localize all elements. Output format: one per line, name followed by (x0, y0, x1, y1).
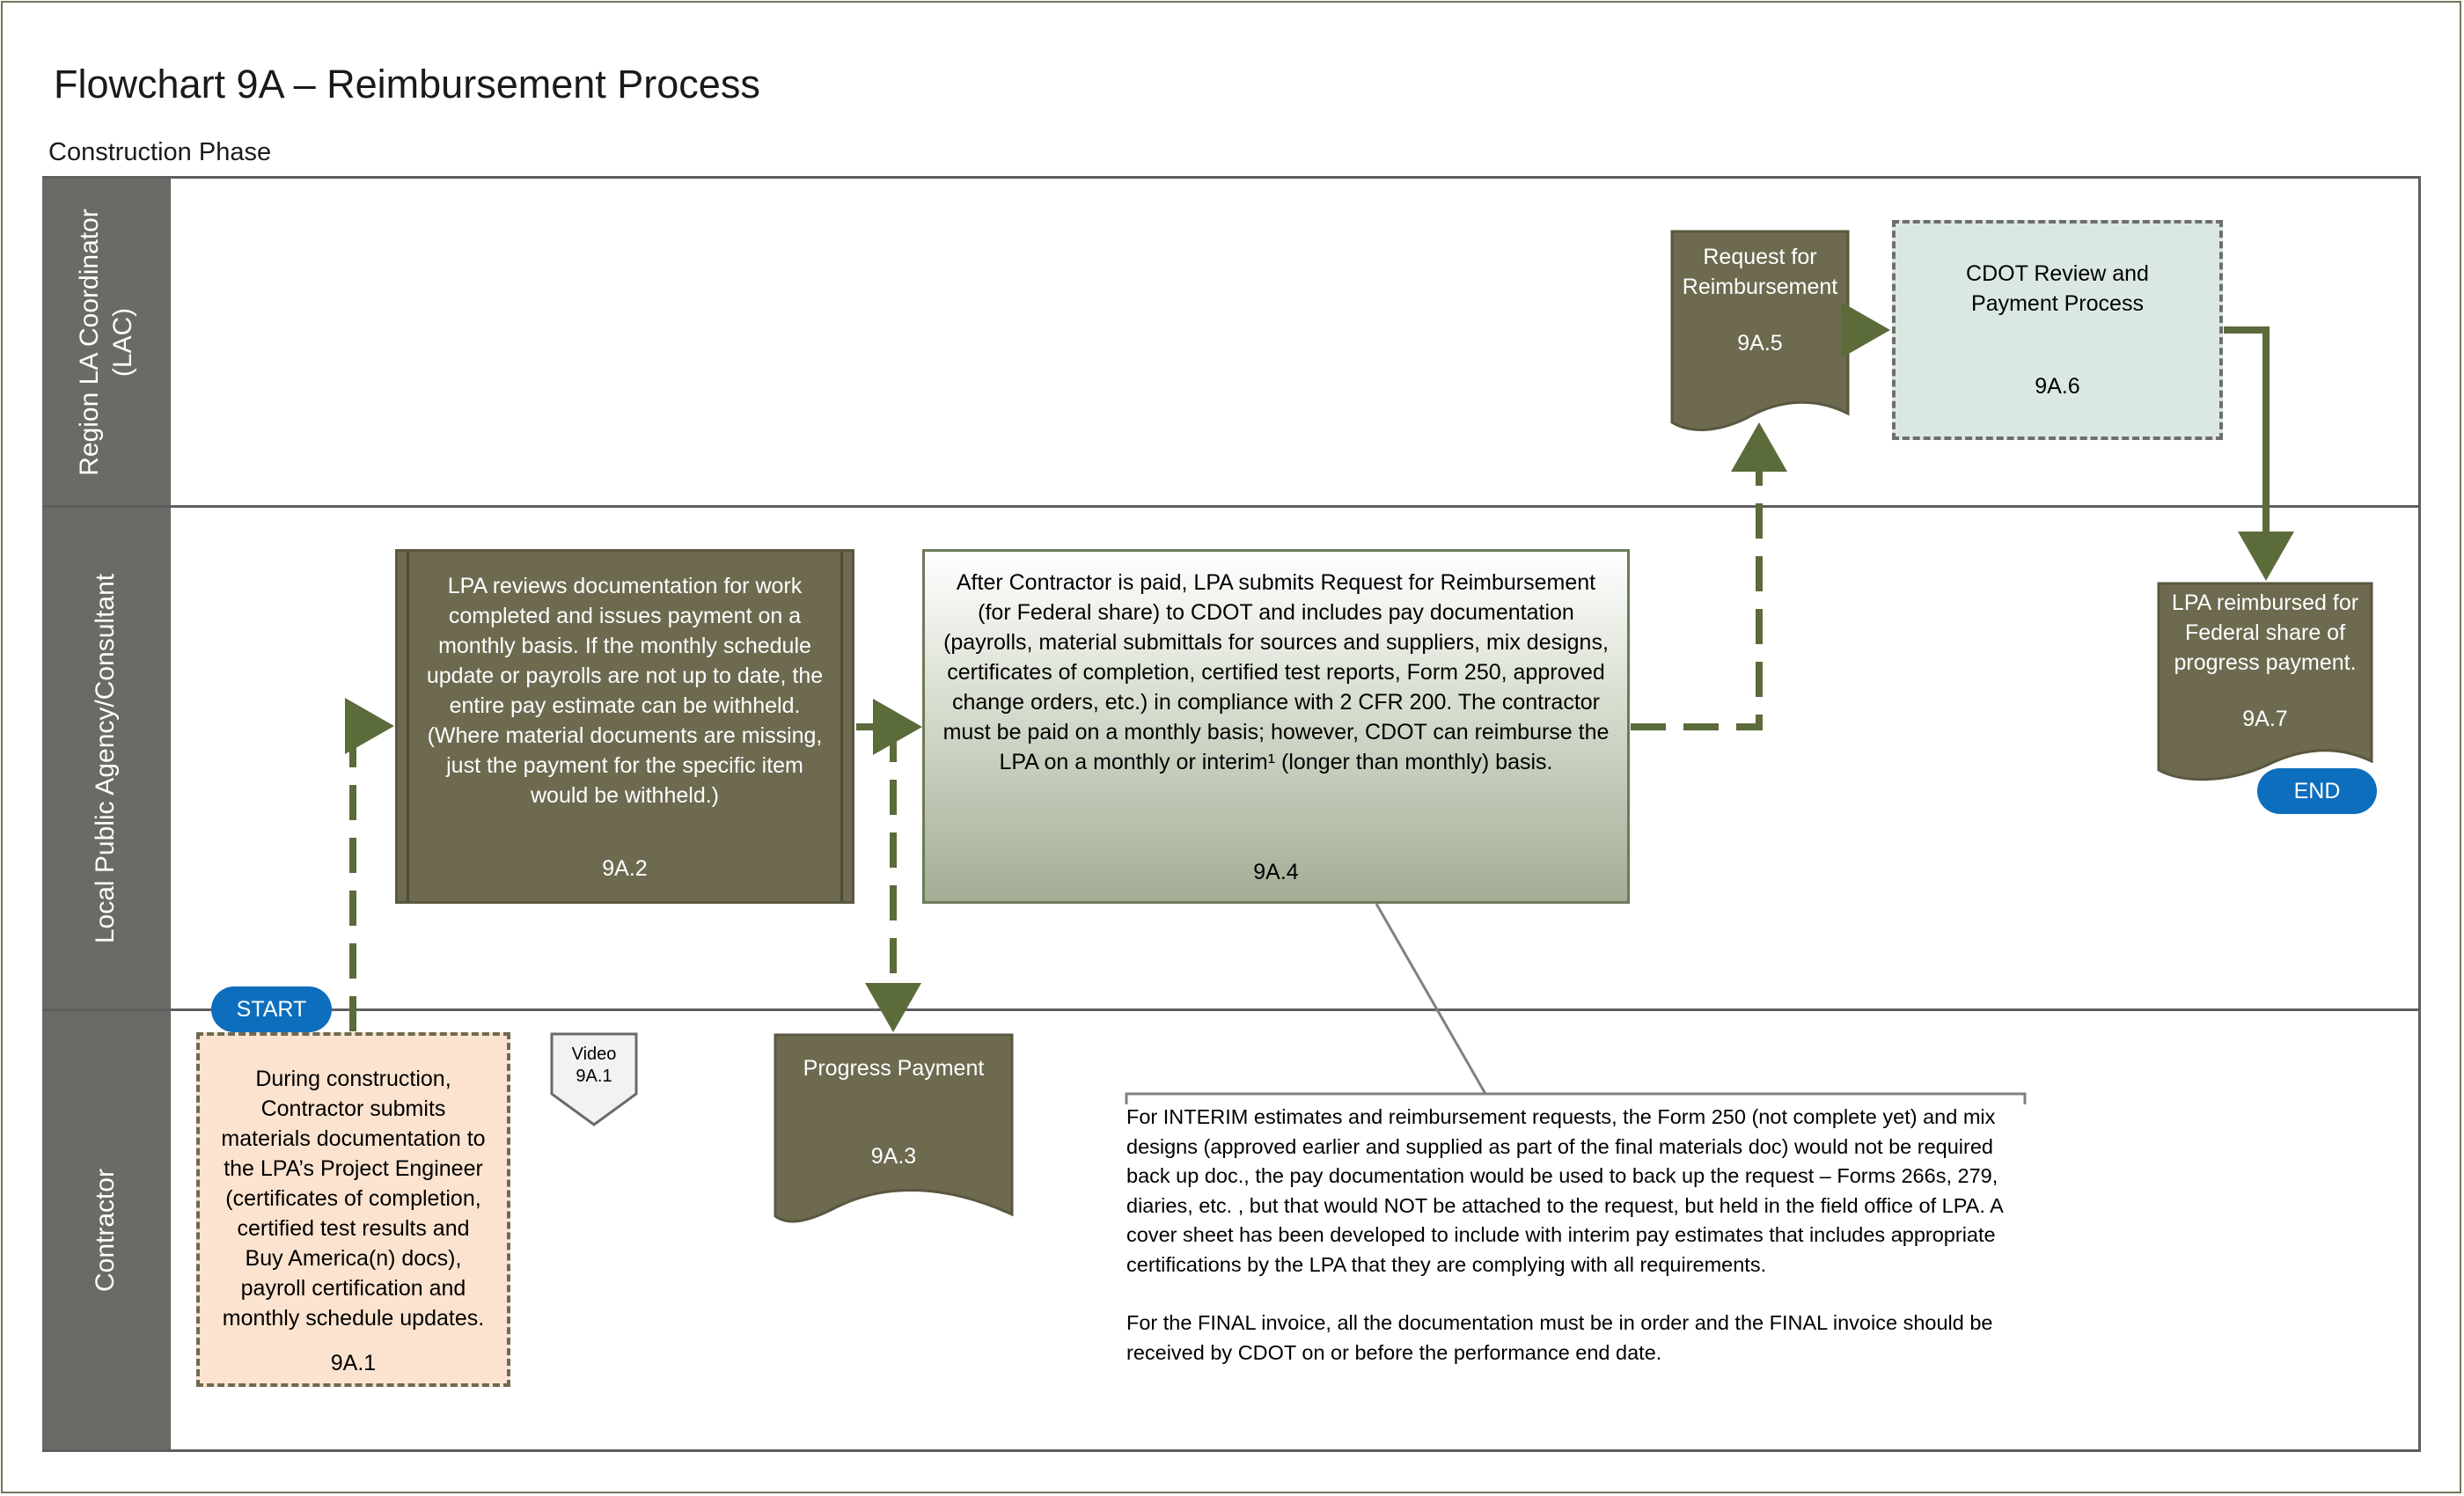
step-9a5-doc: Request for Reimbursement 9A.5 (1672, 242, 1848, 358)
lane-divider-2 (42, 1008, 2421, 1011)
step-9a2-ref: 9A.2 (602, 856, 648, 881)
step-9a3-ref: 9A.3 (870, 1144, 917, 1169)
start-label: START (236, 996, 307, 1022)
phase-label: Construction Phase (48, 138, 272, 166)
step-9a5-ref: 9A.5 (1737, 331, 1783, 356)
progress-payment-doc-shape (774, 1033, 1014, 1223)
start-terminal: START (211, 986, 332, 1032)
lane-divider-1 (42, 505, 2421, 508)
step-9a5-text-line2: Reimbursement (1682, 275, 1838, 299)
lane-header-lac: Region LA Coordinator(LAC) (42, 179, 170, 505)
step-9a7-ref: 9A.7 (2242, 707, 2288, 731)
step-9a7-text-line1: LPA reimbursed for (2171, 590, 2359, 615)
end-label: END (2293, 778, 2341, 803)
step-9a7-text-line2: Federal share of (2184, 620, 2346, 645)
step-9a1-box: During construction, Contractor submits … (196, 1032, 510, 1387)
end-terminal: END (2257, 768, 2377, 814)
annotation-leader-line (1375, 903, 1487, 1095)
page-title: Flowchart 9A – Reimbursement Process (54, 62, 760, 106)
video-badge[interactable]: Video 9A.1 (552, 1044, 636, 1088)
step-9a2-text: LPA reviews documentation for work compl… (426, 574, 824, 808)
step-9a7-text-line3: progress payment. (2174, 650, 2357, 675)
arrow-9a1-to-9a2 (345, 698, 394, 1031)
step-9a5-text-line1: Request for (1703, 245, 1817, 269)
arrow-9a6-to-9a7 (2224, 326, 2294, 581)
video-badge-shape (550, 1032, 638, 1126)
interim-final-note: For INTERIM estimates and reimbursement … (1126, 1103, 2024, 1397)
step-9a6-text: CDOT Review and Payment Process (1966, 261, 2149, 316)
lane-header-contractor: Contractor (42, 1011, 170, 1449)
step-9a1-ref: 9A.1 (330, 1351, 377, 1375)
step-9a6-box: CDOT Review and Payment Process 9A.6 (1892, 220, 2223, 440)
annotation-bracket (1125, 1092, 2027, 1104)
step-9a7-doc: LPA reimbursed for Federal share of prog… (2159, 588, 2372, 734)
step-9a2-box: LPA reviews documentation for work compl… (395, 549, 854, 904)
video-label: Video (571, 1045, 617, 1064)
lpa-reimbursed-doc-shape (2157, 582, 2373, 781)
step-9a6-ref: 9A.6 (2035, 374, 2080, 399)
request-reimbursement-doc-shape (1670, 230, 1850, 431)
step-9a1-text: During construction, Contractor submits … (221, 1067, 486, 1331)
video-ref: 9A.1 (576, 1067, 612, 1086)
step-9a4-text: After Contractor is paid, LPA submits Re… (942, 570, 1610, 774)
step-9a4-ref: 9A.4 (1253, 860, 1299, 884)
step-9a3-text: Progress Payment (803, 1056, 985, 1081)
note-interim: For INTERIM estimates and reimbursement … (1126, 1105, 2003, 1276)
step-9a4-box: After Contractor is paid, LPA submits Re… (922, 549, 1630, 904)
step-9a3-doc: Progress Payment 9A.3 (775, 1053, 1012, 1171)
lane-header-lpa: Local Public Agency/Consultant (42, 508, 170, 1008)
note-final: For the FINAL invoice, all the documenta… (1126, 1311, 1993, 1364)
arrow-9a4-to-9a5 (1631, 422, 1787, 730)
